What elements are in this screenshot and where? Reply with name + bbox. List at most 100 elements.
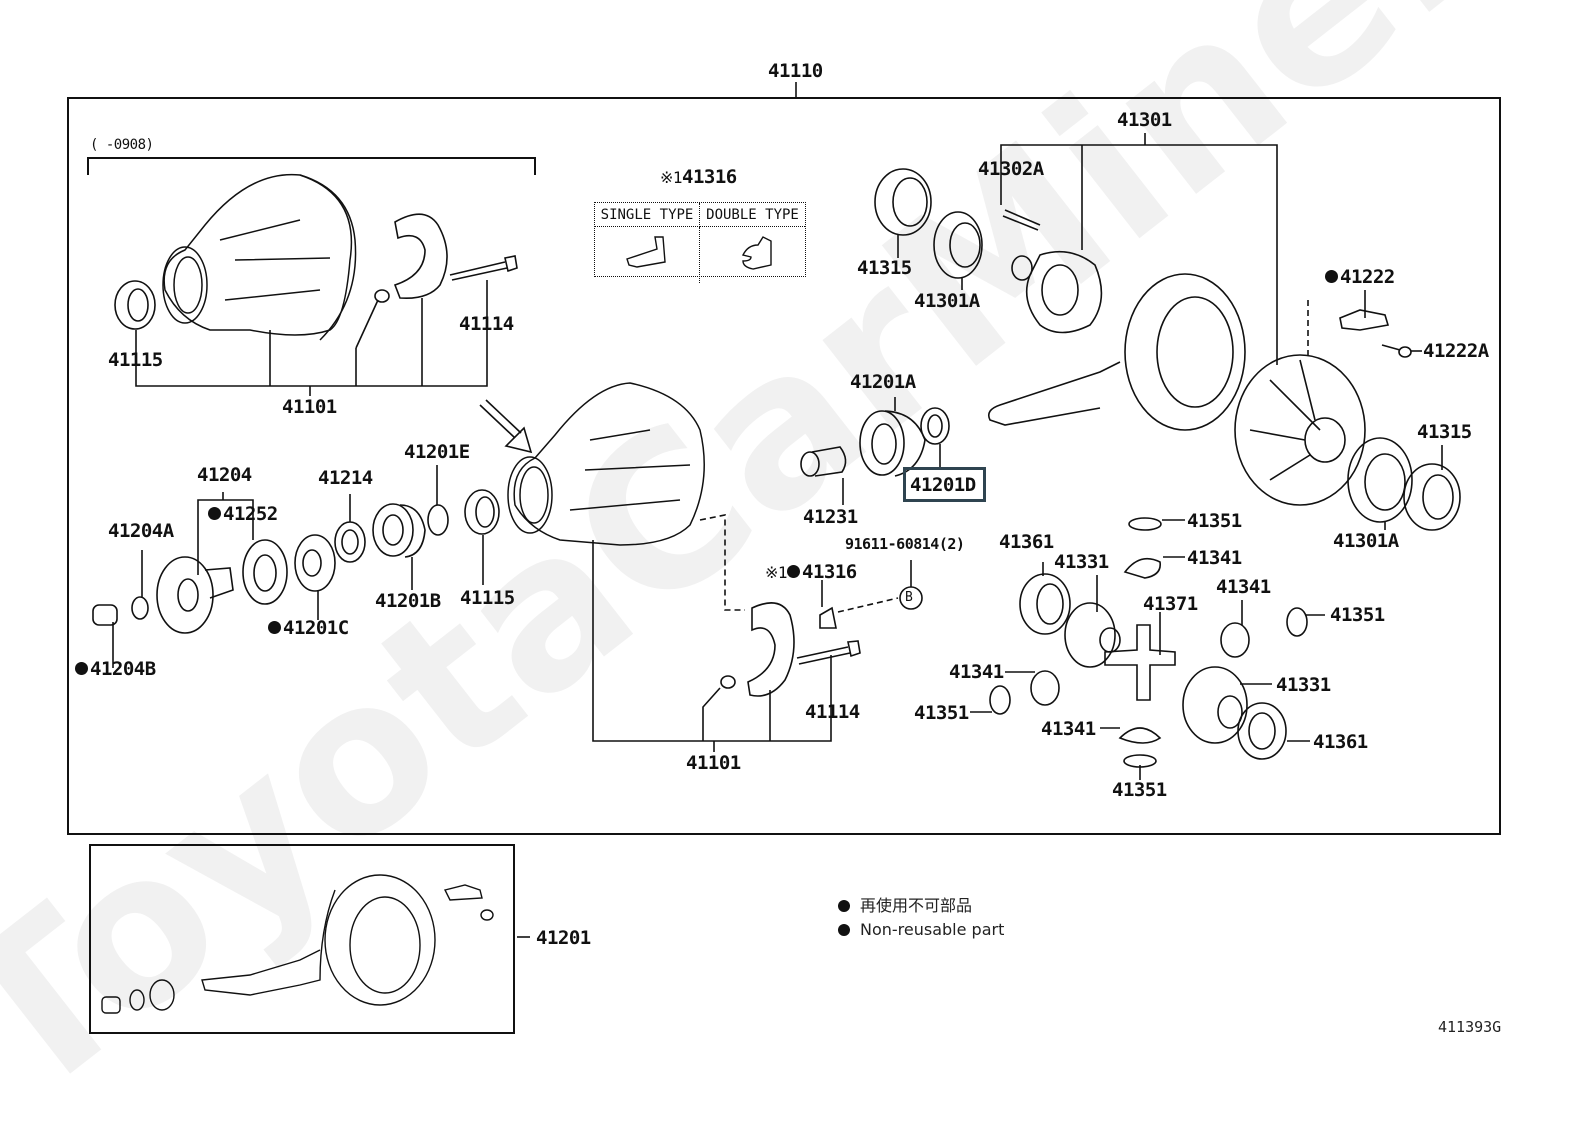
nonreusable-dot-icon [1325, 270, 1338, 283]
oil-seal-icon [294, 534, 336, 592]
thrust-washer-icon [1286, 607, 1308, 637]
parts-diagram-drawing [87, 82, 1461, 1014]
companion-flange-icon [156, 556, 234, 634]
callout-41341[interactable]: 41341 [1187, 547, 1242, 569]
nonreusable-dot-icon [268, 621, 281, 634]
shim-icon [427, 504, 449, 536]
callout-41351[interactable]: 41351 [1112, 779, 1167, 801]
callout-41231[interactable]: 41231 [803, 506, 858, 528]
pinion-gear-icon [1030, 670, 1060, 706]
plug-icon [720, 675, 736, 689]
callout-41115[interactable]: 41115 [460, 587, 515, 609]
callout-41201E[interactable]: 41201E [404, 441, 470, 463]
bolt-icon [449, 255, 518, 281]
main-assembly-frame [67, 97, 1501, 835]
oil-seal-icon [114, 280, 156, 330]
callout-41204B[interactable]: 41204B [75, 660, 156, 679]
legend: 再使用不可部品 Non-reusable part [838, 894, 1004, 942]
bolt-icon [1381, 344, 1412, 358]
callout-41301A[interactable]: 41301A [1333, 530, 1399, 552]
side-gear-icon [1182, 666, 1248, 744]
ring-gear-icon [987, 273, 1246, 431]
diff-case-icon [1011, 250, 1103, 334]
callout-41351[interactable]: 41351 [1187, 510, 1242, 532]
nonreusable-dot-icon [787, 565, 801, 578]
callout-41301[interactable]: 41301 [1117, 109, 1172, 131]
bolt-icon [796, 640, 861, 665]
callout-41331[interactable]: 41331 [1054, 551, 1109, 573]
callout-91611-60814[interactable]: 91611-60814(2) [845, 535, 965, 553]
clip-type-table: SINGLE TYPE DOUBLE TYPE [594, 202, 806, 283]
lock-plate-icon [1339, 309, 1390, 331]
double-type-header: DOUBLE TYPE [700, 203, 805, 227]
thrust-washer-icon [989, 685, 1011, 715]
double-type-clip-icon [700, 227, 805, 283]
callout-41222[interactable]: 41222 [1325, 268, 1395, 287]
callout-41204A[interactable]: 41204A [108, 520, 174, 542]
callout-41361[interactable]: 41361 [1313, 731, 1368, 753]
callout-41101[interactable]: 41101 [686, 752, 741, 774]
direction-arrow-icon [479, 399, 533, 454]
date-range-bracket [87, 157, 536, 175]
oil-seal-icon [1403, 463, 1461, 531]
bearing-cap-icon [393, 213, 448, 300]
bolt-icon [1002, 209, 1041, 231]
carrier-housing-icon [162, 173, 357, 341]
callout-41351[interactable]: 41351 [914, 702, 969, 724]
bearing-icon [372, 503, 426, 558]
callout-41316-table[interactable]: ※141316 [660, 166, 737, 188]
callout-41341[interactable]: 41341 [1216, 576, 1271, 598]
callout-41101[interactable]: 41101 [282, 396, 337, 418]
callout-41201D[interactable]: 41201D [910, 474, 976, 496]
callout-41201A[interactable]: 41201A [850, 371, 916, 393]
date-range-note: ( -0908) [90, 137, 154, 153]
callout-41115[interactable]: 41115 [108, 349, 163, 371]
leader-41101-lower [592, 540, 832, 742]
callout-41351[interactable]: 41351 [1330, 604, 1385, 626]
single-type-header: SINGLE TYPE [595, 203, 700, 227]
bearing-icon [859, 410, 926, 477]
carrier-housing-icon [507, 382, 705, 546]
callout-41114[interactable]: 41114 [459, 313, 514, 335]
callout-41114[interactable]: 41114 [805, 701, 860, 723]
callout-41110[interactable]: 41110 [768, 60, 823, 82]
kit-assembly-frame [89, 844, 515, 1034]
bearing-icon [1347, 437, 1413, 523]
pinion-shaft-icon [1104, 624, 1176, 701]
nut-icon [92, 604, 118, 626]
washer-icon [131, 596, 149, 620]
callout-41201B[interactable]: 41201B [375, 590, 441, 612]
callout-41214[interactable]: 41214 [318, 467, 373, 489]
ref-marker-b: B [905, 590, 913, 605]
thrust-washer-icon [1019, 573, 1071, 635]
thrust-washer-icon [1237, 702, 1287, 760]
callout-41222A[interactable]: 41222A [1423, 340, 1489, 362]
clip-icon [819, 606, 837, 629]
nonreusable-dot-icon [75, 662, 88, 675]
callout-41331[interactable]: 41331 [1276, 674, 1331, 696]
callout-41252[interactable]: 41252 [208, 505, 278, 524]
single-type-clip-icon [595, 227, 700, 283]
nonreusable-dot-icon [838, 924, 850, 936]
pinion-gear-icon [1118, 727, 1162, 744]
callout-41341[interactable]: 41341 [949, 661, 1004, 683]
callout-41315[interactable]: 41315 [1417, 421, 1472, 443]
callout-41302A[interactable]: 41302A [978, 158, 1044, 180]
callout-41361[interactable]: 41361 [999, 531, 1054, 553]
bearing-cap-icon [747, 602, 795, 697]
callout-41371[interactable]: 41371 [1143, 593, 1198, 615]
callout-41204[interactable]: 41204 [197, 464, 252, 486]
callout-41341[interactable]: 41341 [1041, 718, 1096, 740]
callout-41301A[interactable]: 41301A [914, 290, 980, 312]
dust-deflector-icon [242, 539, 288, 605]
plug-icon [374, 289, 390, 303]
oil-seal-icon [464, 489, 500, 535]
callout-41315[interactable]: 41315 [857, 257, 912, 279]
ring-pinion-kit-icon [101, 874, 494, 1014]
callout-41201C[interactable]: 41201C [268, 619, 349, 638]
highlight-box [903, 467, 986, 502]
leader-41101-upper [135, 280, 488, 387]
callout-41201[interactable]: 41201 [536, 927, 591, 949]
illustration-code: 411393G [1438, 1018, 1502, 1036]
